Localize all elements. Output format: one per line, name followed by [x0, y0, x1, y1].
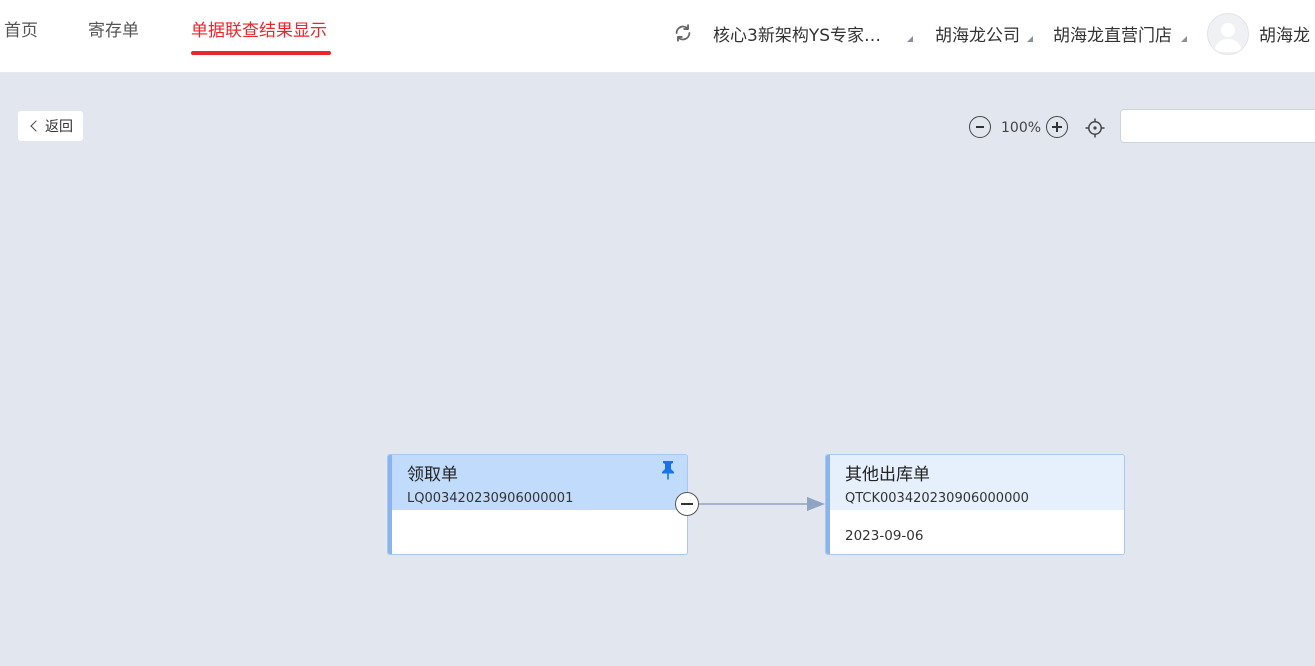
chevron-down-icon	[1181, 36, 1187, 42]
node-stripe	[826, 455, 830, 554]
collapse-branch-button[interactable]	[675, 492, 699, 516]
zoom-out-button[interactable]	[969, 116, 991, 138]
node-stripe	[388, 455, 392, 554]
node-code[interactable]: QTCK003420230906000000	[845, 491, 1029, 506]
org-selector[interactable]: 核心3新架构YS专家…	[713, 26, 881, 46]
flow-node-receipt[interactable]: 领取单 LQ003420230906000001	[387, 454, 688, 555]
minus-circle-icon	[681, 503, 693, 505]
chevron-down-icon	[1027, 36, 1033, 42]
back-button[interactable]: 返回	[18, 111, 83, 141]
avatar[interactable]	[1207, 13, 1249, 55]
back-label: 返回	[45, 119, 73, 135]
zoom-level: 100%	[1001, 120, 1042, 136]
plus-icon-vertical	[1056, 122, 1058, 132]
zoom-in-button[interactable]	[1046, 116, 1068, 138]
user-icon	[1214, 23, 1242, 52]
flow-connector-arrow	[699, 497, 825, 511]
node-header	[388, 455, 687, 510]
pin-icon[interactable]	[659, 460, 677, 480]
node-title: 领取单	[407, 465, 458, 485]
node-header	[826, 455, 1124, 510]
company-selector[interactable]: 胡海龙公司	[935, 26, 1020, 46]
active-tab-indicator	[191, 51, 331, 55]
top-navigation-bar: 首页 寄存单 单据联查结果显示 核心3新架构YS专家… 胡海龙公司 胡海龙直营门…	[0, 0, 1315, 73]
tab-deposit-order[interactable]: 寄存单	[88, 21, 139, 41]
chevron-left-icon	[30, 120, 42, 132]
tab-document-trace-result[interactable]: 单据联查结果显示	[191, 21, 327, 41]
locate-icon[interactable]	[1085, 118, 1105, 138]
node-code[interactable]: LQ003420230906000001	[407, 491, 574, 506]
node-title: 其他出库单	[845, 465, 930, 485]
flow-node-other-outbound[interactable]: 其他出库单 QTCK003420230906000000 2023-09-06	[825, 454, 1125, 555]
refresh-icon[interactable]	[672, 22, 694, 44]
tab-home[interactable]: 首页	[4, 21, 38, 41]
store-selector[interactable]: 胡海龙直营门店	[1053, 26, 1172, 46]
node-date: 2023-09-06	[845, 528, 924, 544]
user-name[interactable]: 胡海龙	[1259, 26, 1310, 46]
search-input[interactable]	[1120, 109, 1315, 143]
chevron-down-icon	[907, 36, 913, 42]
minus-icon	[976, 126, 984, 128]
